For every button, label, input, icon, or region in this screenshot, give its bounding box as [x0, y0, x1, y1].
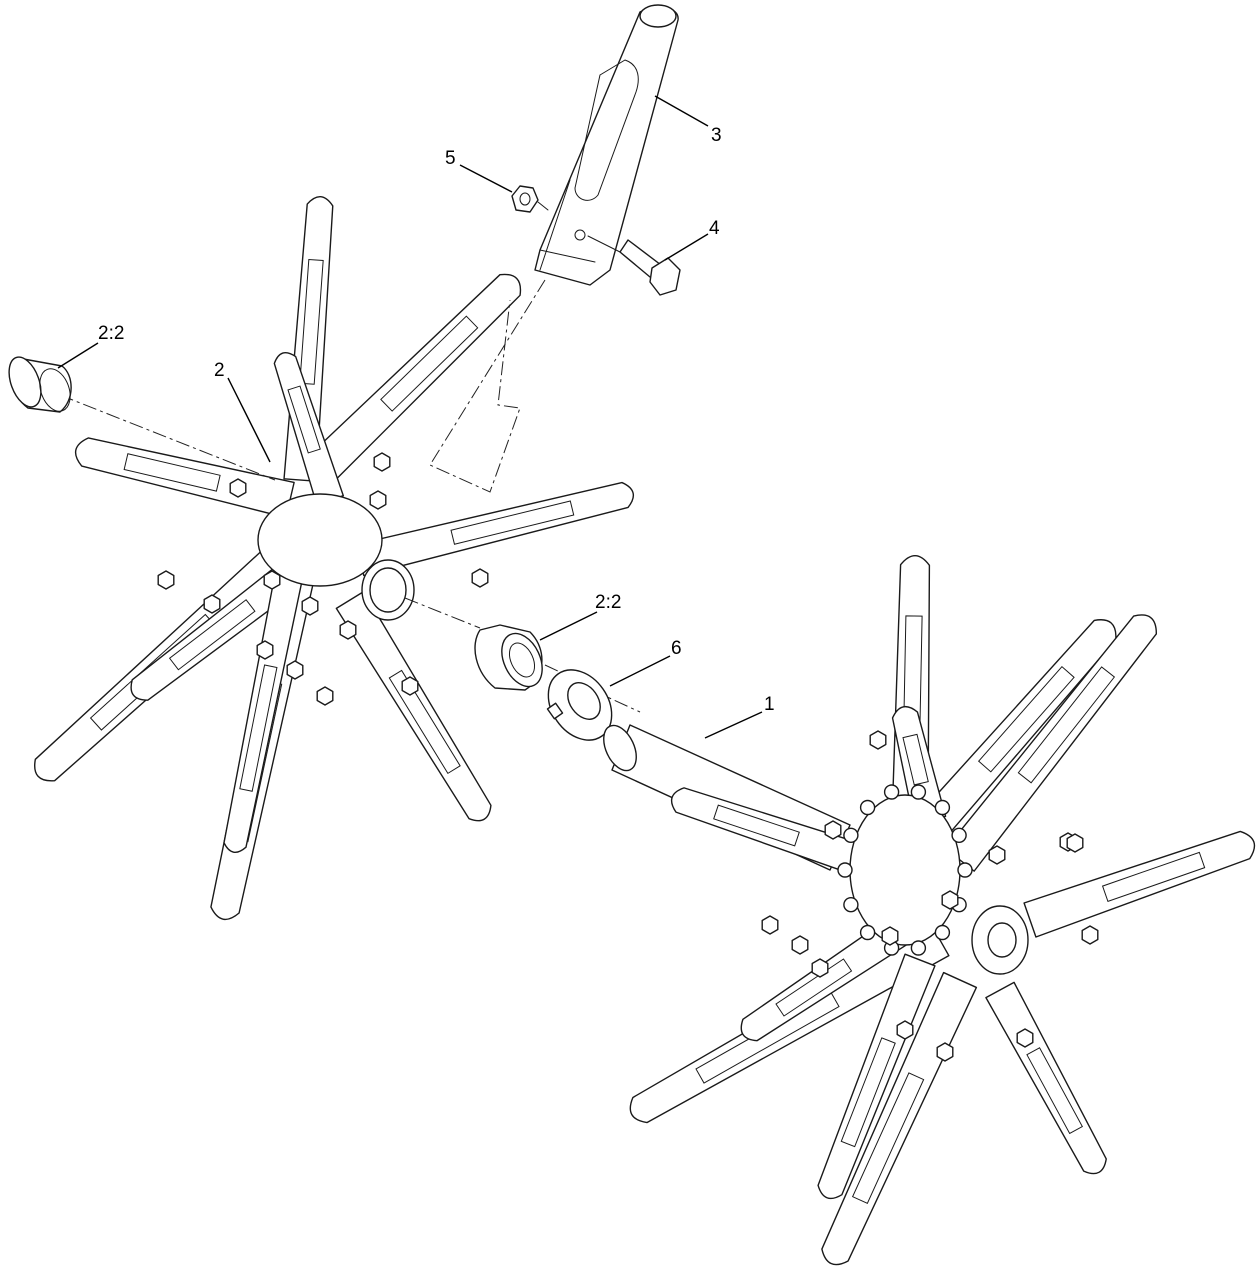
leader-6: [609, 655, 671, 687]
hex-bolt-head: [881, 926, 899, 946]
leader-2-2-center: [539, 611, 598, 641]
leader-2: [227, 377, 271, 463]
hex-bolt-head: [761, 915, 779, 935]
hex-bolt-head: [824, 820, 842, 840]
left-tine: [306, 273, 522, 484]
left-tine: [74, 437, 295, 519]
sprocket-tooth: [910, 784, 927, 800]
hex-bolt-head: [286, 660, 304, 680]
hex-bolt-head: [203, 594, 221, 614]
hex-bolt-head: [811, 958, 829, 978]
left-tine: [355, 481, 635, 577]
right-tine: [817, 953, 936, 1200]
callout-1: 1: [764, 694, 775, 715]
callout-2: 2: [214, 360, 225, 381]
right-tine: [670, 787, 866, 876]
hex-bolt-head: [869, 730, 887, 750]
right-hub-bore: [987, 922, 1017, 958]
hex-bolt-head: [1066, 833, 1084, 853]
callout-2-2-center: 2:2: [595, 592, 621, 613]
left-tine-assembly: [34, 196, 635, 921]
left-tines: [34, 196, 635, 921]
bushing-center: [474, 624, 543, 691]
left-tine: [223, 566, 305, 853]
sprocket-tooth: [859, 924, 876, 941]
right-tine: [891, 705, 947, 825]
hex-bolt-head: [936, 1042, 954, 1062]
left-bushing-axis-line: [59, 394, 276, 481]
right-tine-assembly: [629, 554, 1256, 1266]
callout-4: 4: [709, 218, 720, 239]
sprocket-tooth: [934, 799, 951, 816]
left-hub-bolts: [157, 452, 489, 706]
sprocket-tooth: [957, 862, 973, 878]
left-tine: [335, 590, 492, 822]
callout-6: 6: [671, 638, 682, 659]
right-tine: [945, 614, 1158, 872]
hex-bolt-head: [896, 1020, 914, 1040]
left-tine: [273, 351, 345, 505]
leader-3: [654, 95, 709, 127]
nut-item-5: [511, 185, 549, 213]
hex-bolt-head: [339, 620, 357, 640]
right-sprocket: [849, 794, 961, 946]
hex-bolt-head: [373, 452, 391, 472]
center-axis-line-b: [544, 664, 561, 673]
hex-bolt-head: [263, 570, 281, 590]
callout-2-2-left: 2:2: [98, 323, 124, 344]
hex-bolt-head: [301, 596, 319, 616]
leader-1: [704, 711, 763, 739]
hex-bolt-head: [941, 890, 959, 910]
hex-bolt-head: [401, 676, 419, 696]
callout-5: 5: [445, 148, 456, 169]
hex-bolt-head: [1081, 925, 1099, 945]
left-hub-bore: [369, 567, 407, 613]
sprocket-tooth: [951, 827, 967, 843]
center-axis-line-a: [404, 597, 481, 629]
bushing-left: [8, 356, 72, 413]
leader-4: [664, 233, 709, 261]
hex-bolt-head: [256, 640, 274, 660]
sprocket-tooth: [910, 940, 927, 956]
sprocket-tooth: [934, 924, 951, 941]
callout-3: 3: [711, 125, 722, 146]
left-hub: [257, 493, 383, 587]
right-tine: [1023, 830, 1256, 938]
right-tine: [821, 971, 978, 1266]
right-hub-bolts: [761, 730, 1099, 1062]
sprocket-tooth: [883, 784, 900, 800]
hex-bolt-head: [791, 935, 809, 955]
hex-bolt-head: [229, 478, 247, 498]
hex-bolt-head: [369, 490, 387, 510]
tine-socket-phantom: [429, 279, 546, 493]
sprocket-tooth: [859, 799, 876, 816]
right-tine: [629, 923, 950, 1124]
shaft-collar-item-6: [546, 669, 613, 741]
right-tine: [985, 981, 1107, 1175]
leader-5: [459, 164, 513, 193]
hex-bolt-head: [157, 570, 175, 590]
leader-2-2-left: [57, 342, 99, 369]
hex-bolt-head: [988, 845, 1006, 865]
sprocket-tooth: [837, 862, 853, 878]
hex-bolt-head: [316, 686, 334, 706]
tine-item-3: [534, 4, 679, 286]
right-tines: [629, 554, 1256, 1266]
sprocket-tooth: [843, 897, 859, 913]
sprocket-tooth: [843, 827, 859, 843]
hex-bolt-head: [1016, 1028, 1034, 1048]
right-tine: [740, 915, 910, 1042]
hex-bolt-head: [471, 568, 489, 588]
